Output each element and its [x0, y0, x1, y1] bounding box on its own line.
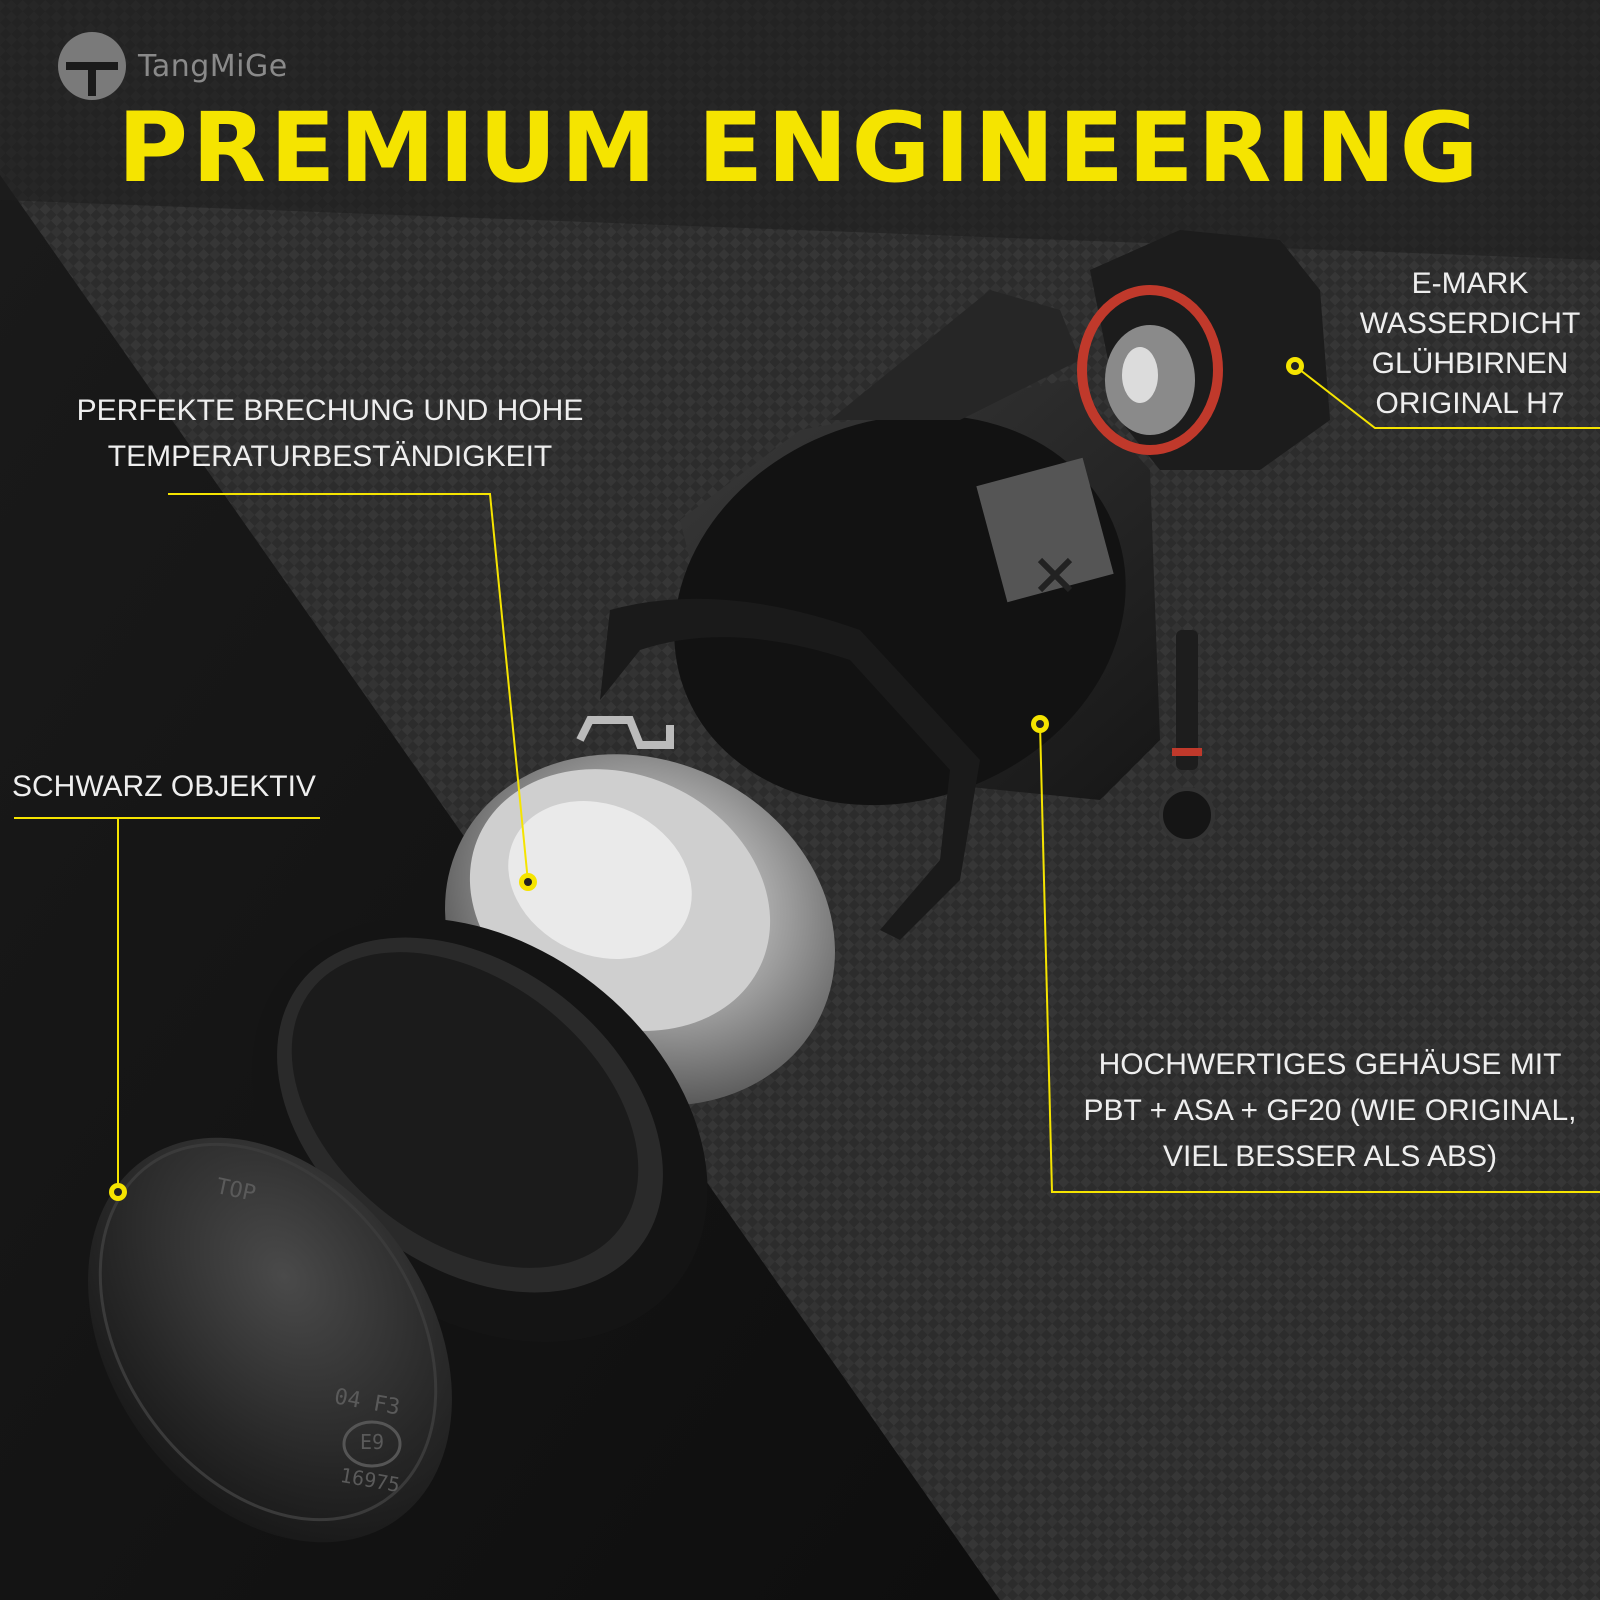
callout-reflector-line: TEMPERATURBESTÄNDIGKEIT	[107, 440, 553, 473]
callout-housing: HOCHWERTIGES GEHÄUSE MIT PBT + ASA + GF2…	[1060, 1042, 1600, 1180]
smoked-lens	[88, 1137, 452, 1543]
h7-bulb-socket	[1077, 230, 1330, 470]
callout-reflector-line: PERFEKTE BRECHUNG UND HOHE	[76, 394, 584, 427]
brand-mark-icon	[58, 32, 126, 100]
retaining-ring	[600, 598, 980, 940]
callout-bulb-line: ORIGINAL H7	[1375, 387, 1565, 420]
adjustment-screw	[1159, 630, 1215, 843]
callout-housing-line: PBT + ASA + GF20 (WIE ORIGINAL,	[1083, 1094, 1577, 1127]
callout-housing-line: HOCHWERTIGES GEHÄUSE MIT	[1098, 1048, 1562, 1081]
brand-name: TangMiGe	[138, 48, 288, 84]
emark-circle	[342, 1420, 402, 1468]
callout-housing-line: VIEL BESSER ALS ABS)	[1162, 1140, 1498, 1173]
callout-lens: SCHWARZ OBJEKTIV	[12, 764, 332, 810]
headline: PREMIUM ENGINEERING	[117, 92, 1483, 204]
callout-lens-line: SCHWARZ OBJEKTIV	[12, 770, 316, 803]
callout-bulb-line: E-MARK	[1411, 267, 1529, 300]
callout-bulb-line: WASSERDICHT	[1359, 307, 1581, 340]
housing-shell	[674, 290, 1160, 806]
lens-marking-emark: E9	[360, 1430, 385, 1454]
callout-lines	[14, 365, 1600, 1193]
callout-dots	[109, 357, 1304, 1201]
callout-bulb: E-MARK WASSERDICHT GLÜHBIRNEN ORIGINAL H…	[1340, 264, 1600, 424]
callout-reflector: PERFEKTE BRECHUNG UND HOHE TEMPERATURBES…	[60, 388, 600, 480]
brand-logo: TangMiGe	[56, 30, 288, 102]
callout-bulb-line: GLÜHBIRNEN	[1371, 347, 1569, 380]
